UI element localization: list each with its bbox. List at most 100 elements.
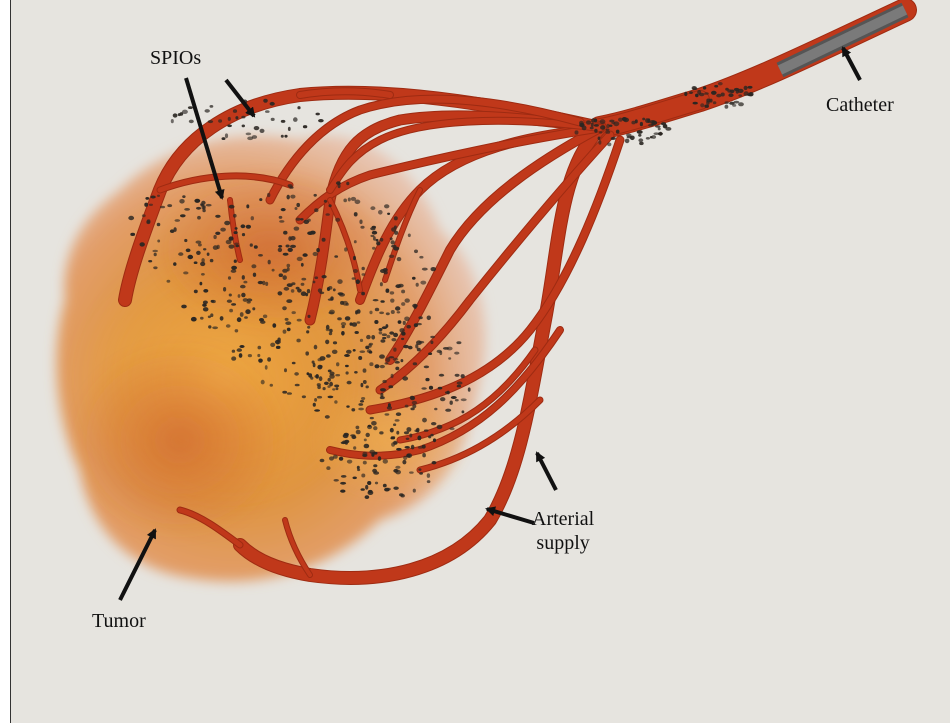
spio-particle (341, 331, 345, 336)
spio-particle (297, 106, 300, 109)
spio-particle (395, 284, 401, 288)
spio-particle (594, 118, 597, 122)
spio-particle (287, 283, 293, 287)
spio-particle (229, 309, 233, 313)
spio-particle (451, 396, 457, 399)
spio-particle (387, 213, 390, 215)
spio-particle (408, 346, 413, 350)
spio-particle (334, 400, 337, 404)
spio-particle (356, 279, 360, 284)
spio-particle (405, 405, 409, 408)
spio-particle (234, 231, 238, 234)
spio-particle (196, 207, 201, 210)
spio-particle (359, 220, 362, 225)
spio-particle (374, 320, 378, 324)
spio-particle (313, 252, 318, 256)
spio-particle (271, 118, 275, 121)
spio-particle (363, 368, 367, 372)
spio-particle (338, 184, 341, 188)
spio-particle (314, 345, 318, 350)
spio-particle (449, 427, 454, 430)
spio-particle (655, 125, 661, 128)
spio-particle (380, 339, 385, 343)
spio-particle (391, 310, 395, 314)
spio-particle (194, 199, 200, 203)
spio-particle (224, 221, 230, 226)
spio-particle (658, 127, 661, 130)
spio-particle (606, 129, 610, 131)
spio-particle (327, 385, 330, 388)
spio-particle (397, 311, 401, 313)
spio-particle (281, 135, 284, 138)
spio-particle (325, 415, 330, 419)
spio-particle (238, 294, 241, 298)
spio-particle (208, 120, 213, 123)
spio-particle (329, 372, 334, 376)
spio-particle (270, 343, 275, 347)
spio-particle (140, 242, 145, 246)
spio-particle (231, 303, 236, 306)
spio-particle (402, 376, 408, 380)
spio-particle (265, 365, 268, 370)
spio-particle (368, 344, 371, 348)
spio-particle (362, 267, 365, 271)
spio-particle (292, 362, 296, 365)
arterial-supply-label-line1: Arterial (532, 507, 594, 531)
spio-particle (294, 372, 299, 376)
spio-particle (370, 206, 375, 210)
spio-particle (285, 318, 289, 321)
spio-particle (218, 119, 222, 122)
spio-particle (360, 350, 366, 353)
spio-particle (282, 306, 287, 310)
spio-particle (276, 346, 281, 349)
spio-particle (270, 102, 275, 106)
spio-particle (607, 124, 610, 129)
spio-particle (267, 193, 270, 197)
spio-particle (358, 408, 364, 411)
spio-particle (308, 373, 312, 377)
spio-particle (738, 102, 744, 106)
spio-particle (263, 315, 267, 319)
spio-particle (391, 338, 396, 341)
spio-particle (215, 215, 220, 218)
spio-particle (202, 205, 205, 209)
spio-particle (320, 459, 325, 463)
spio-particle (461, 374, 465, 378)
spio-particle (346, 405, 349, 407)
arterial-supply-label: Arterial supply (532, 507, 594, 555)
spio-particle (157, 195, 160, 197)
spio-particle (153, 266, 157, 269)
spio-particle (380, 238, 384, 242)
spio-particle (376, 239, 379, 242)
spio-particle (212, 326, 218, 329)
spio-particle (328, 378, 331, 382)
spio-particle (380, 365, 385, 368)
spio-particle (347, 381, 352, 385)
spio-particle (419, 341, 424, 344)
spio-particle (382, 380, 386, 383)
spio-particle (167, 204, 172, 207)
spio-particle (342, 301, 348, 306)
spio-particle (363, 461, 367, 465)
spio-particle (191, 317, 197, 322)
spio-particle (406, 325, 411, 329)
spio-particle (424, 366, 429, 369)
spio-particle (362, 454, 367, 457)
spio-particle (324, 382, 329, 385)
spio-particle (290, 245, 296, 248)
spio-particle (293, 117, 298, 122)
spio-particle (225, 133, 228, 138)
spio-particle (386, 357, 391, 362)
spio-particle (229, 236, 234, 240)
spio-particle (355, 310, 358, 314)
spio-particle (598, 137, 601, 140)
spio-particle (297, 289, 302, 293)
spio-particle (347, 460, 352, 464)
spio-particle (328, 312, 334, 315)
spio-particle (418, 316, 422, 319)
spio-particle (379, 431, 383, 434)
spio-particle (713, 101, 717, 104)
spio-particle (248, 354, 252, 357)
spios-label: SPIOs (150, 46, 201, 70)
spio-particle (417, 436, 421, 441)
